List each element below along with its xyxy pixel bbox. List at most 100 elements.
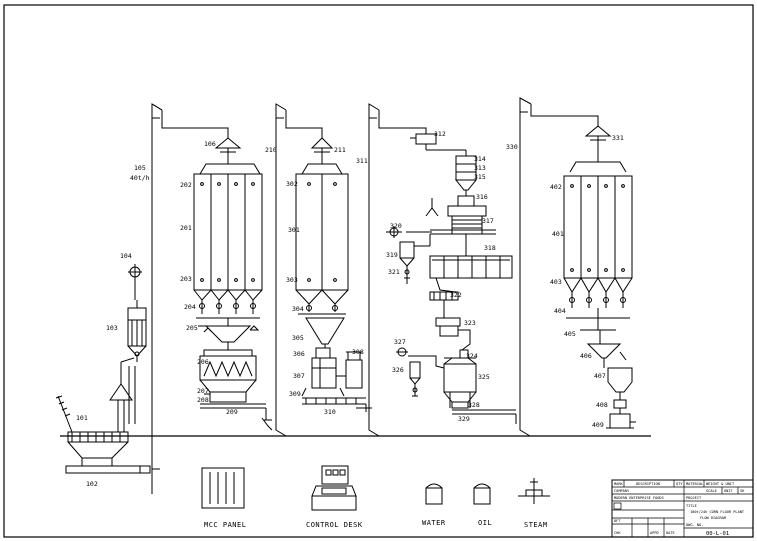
tag-402: 402 <box>550 183 562 191</box>
tag-330: 330 <box>506 143 518 151</box>
tag-106: 106 <box>204 140 216 148</box>
oil-tank-icon <box>473 483 491 505</box>
tag-324: 324 <box>466 352 478 360</box>
tag-321: 321 <box>388 268 400 276</box>
building-outline <box>60 97 651 494</box>
tb-company: MODERN ENTERPRISE FOODS <box>614 496 664 500</box>
tag-303: 303 <box>286 276 298 284</box>
mcc-panel-label: MCC PANEL <box>204 521 246 529</box>
mcc-panel-icon <box>201 467 245 509</box>
tag-204: 204 <box>184 303 196 311</box>
tag-211: 211 <box>334 146 346 154</box>
tag-313: 313 <box>474 164 486 172</box>
tag-201: 201 <box>180 224 192 232</box>
tag-319: 319 <box>386 251 398 259</box>
tag-307: 307 <box>293 372 305 380</box>
tag-408: 408 <box>596 401 608 409</box>
tag-205: 205 <box>186 324 198 332</box>
tag-210: 210 <box>265 146 277 154</box>
tag-405: 405 <box>564 330 576 338</box>
tag-105: 105 <box>134 164 146 172</box>
tag-323: 323 <box>464 319 476 327</box>
tb-title-line2: FLOW DIAGRAM <box>700 516 727 520</box>
tb-company-hdr: COMPANY <box>614 489 630 493</box>
intake-section <box>55 264 160 474</box>
tag-304: 304 <box>292 305 304 313</box>
tb-approved: APPD <box>650 531 659 535</box>
tag-315: 315 <box>474 173 486 181</box>
tb-title-hdr: TITLE <box>686 504 697 508</box>
tag-316: 316 <box>476 193 488 201</box>
tag-302: 302 <box>286 180 298 188</box>
tb-sheet: SH <box>740 489 744 493</box>
tb-date: DATE <box>666 531 675 535</box>
steam-icon <box>518 478 550 504</box>
tag-314: 314 <box>474 155 486 163</box>
tag-207: 207 <box>197 387 209 395</box>
tag-327: 327 <box>394 338 406 346</box>
tb-weight: WEIGHT & UNIT <box>706 482 735 486</box>
tag-404: 404 <box>554 307 566 315</box>
tag-331: 331 <box>612 134 624 142</box>
tag-317: 317 <box>482 217 494 225</box>
tb-dwg-no: 00-L-01 <box>706 531 729 537</box>
tb-material: MATERIAL <box>686 482 703 486</box>
tag-403: 403 <box>550 278 562 286</box>
title-block <box>611 479 754 538</box>
tag-322: 322 <box>450 291 462 299</box>
tag-406: 406 <box>580 352 592 360</box>
tag-401: 401 <box>552 230 564 238</box>
tag-329: 329 <box>458 415 470 423</box>
milling-section <box>378 110 517 424</box>
tag-209: 209 <box>226 408 238 416</box>
tag-102: 102 <box>86 480 98 488</box>
tag-325: 325 <box>478 373 490 381</box>
water-tank-icon <box>425 483 443 505</box>
tag-301: 301 <box>288 226 300 234</box>
tag-326: 326 <box>392 366 404 374</box>
oil-label: OIL <box>478 519 492 527</box>
legend-captions: MCC PANEL CONTROL DESK WATER OIL STEAM <box>204 519 548 529</box>
tag-318: 318 <box>484 244 496 252</box>
tag-208: 208 <box>197 396 209 404</box>
tb-dwg-no-hdr: DWG. NO. <box>686 523 703 527</box>
tag-407: 407 <box>594 372 606 380</box>
tag-105-capacity: 40t/h <box>130 174 150 182</box>
tb-drawn: DFT <box>614 519 621 523</box>
tb-qty: QTY <box>676 482 683 486</box>
tag-203: 203 <box>180 275 192 283</box>
tag-320: 320 <box>390 222 402 230</box>
tag-312: 312 <box>434 130 446 138</box>
tag-206: 206 <box>197 358 209 366</box>
tb-title-line1: 100t/24h CORN FLOUR PLANT <box>690 510 745 514</box>
silo-section-200 <box>161 110 273 431</box>
tb-mark: MARK <box>614 482 623 486</box>
equipment-labels: 101 102 103 104 105 40t/h 106 201 202 20… <box>76 130 624 488</box>
control-desk-label: CONTROL DESK <box>306 521 363 529</box>
tag-104: 104 <box>120 252 132 260</box>
steam-label: STEAM <box>524 521 548 529</box>
tag-409: 409 <box>592 421 604 429</box>
tb-checked: CHK <box>614 531 621 535</box>
silo-section-300 <box>285 110 372 412</box>
tb-project-hdr: PROJECT <box>686 496 702 500</box>
tag-308: 308 <box>352 348 364 356</box>
tb-description: DESCRIPTION <box>636 482 660 486</box>
tag-309: 309 <box>289 390 301 398</box>
tag-305: 305 <box>292 334 304 342</box>
drawing-border <box>3 4 754 538</box>
tag-328: 328 <box>468 401 480 409</box>
tag-101: 101 <box>76 414 88 422</box>
control-desk-icon <box>311 465 357 511</box>
tag-306: 306 <box>293 350 305 358</box>
tag-103: 103 <box>106 324 118 332</box>
tb-scale: SCALE <box>706 489 717 493</box>
tag-310: 310 <box>324 408 336 416</box>
tb-unit: UNIT <box>724 489 733 493</box>
tag-202: 202 <box>180 181 192 189</box>
water-label: WATER <box>422 519 446 527</box>
title-block-text: MARK DESCRIPTION QTY MATERIAL WEIGHT & U… <box>614 482 745 537</box>
silo-section-400 <box>530 104 636 429</box>
tag-311: 311 <box>356 157 368 165</box>
